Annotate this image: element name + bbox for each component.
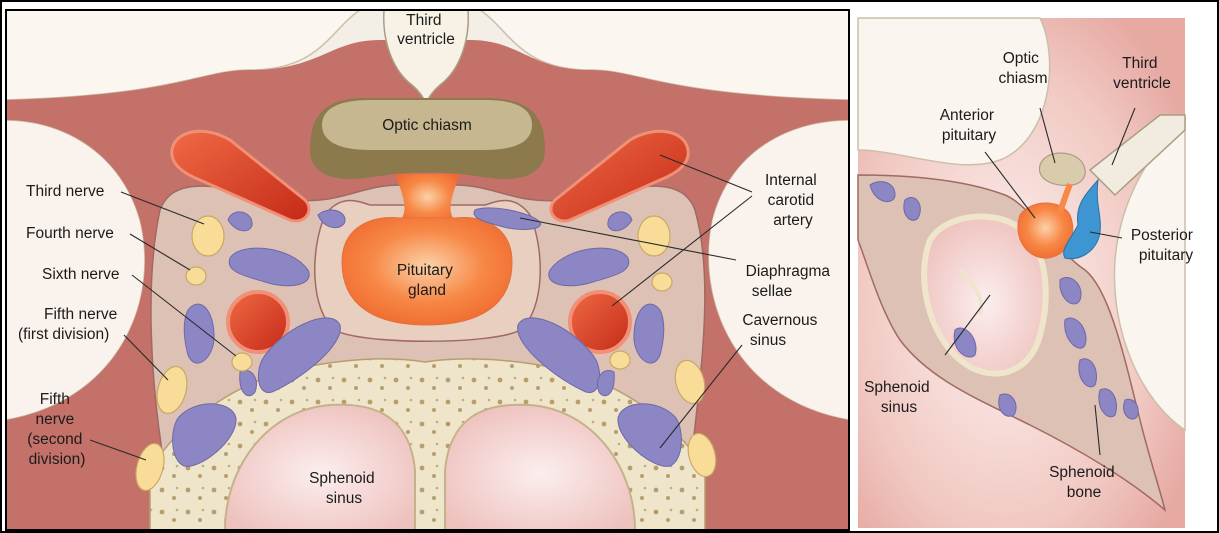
- vein-left-4: [184, 304, 214, 363]
- label-sphenoid-sinus-main-line2: sinus: [326, 490, 362, 507]
- sixth-nerve-right: [610, 351, 630, 369]
- label-diaphragma-sellae-line1: Diaphragma: [746, 263, 831, 280]
- label-third-ventricle-main-line1: Third: [406, 12, 441, 29]
- side-label-sphenoid-sinus-line2: sinus: [881, 399, 917, 416]
- label-pituitary-gland-line2: gland: [408, 282, 446, 299]
- pituitary-stalk: [395, 174, 460, 225]
- label-diaphragma-sellae-line2: sellae: [752, 283, 793, 300]
- side-label-third-ventricle-line1: Third: [1122, 55, 1157, 72]
- label-cavernous-sinus-line2: sinus: [750, 332, 786, 349]
- label-fourth-nerve: Fourth nerve: [26, 225, 114, 242]
- side-label-posterior-pituitary-line2: pituitary: [1139, 247, 1194, 264]
- side-label-anterior-pituitary-line1: Anterior: [940, 107, 994, 124]
- side-label-sphenoid-sinus-line1: Sphenoid: [864, 379, 930, 396]
- side-label-sphenoid-bone-line1: Sphenoid: [1049, 464, 1115, 481]
- label-sphenoid-sinus-main-line1: Sphenoid: [309, 470, 375, 487]
- label-internal-carotid-line1: Internal: [765, 172, 817, 189]
- label-third-nerve: Third nerve: [26, 183, 104, 200]
- label-fifth-nerve-second-line2: nerve: [35, 411, 74, 428]
- label-fifth-nerve-first-line1: Fifth nerve: [44, 306, 117, 323]
- third-nerve-right: [638, 216, 670, 256]
- side-panel: Optic chiasm Third ventricle Anterior pi…: [858, 18, 1197, 528]
- label-optic-chiasm-main: Optic chiasm: [382, 117, 472, 134]
- fourth-nerve-right: [652, 273, 672, 291]
- side-label-optic-chiasm-line1: Optic: [1003, 50, 1039, 67]
- side-optic-chiasm: [1039, 153, 1085, 185]
- side-label-anterior-pituitary-line2: pituitary: [942, 127, 997, 144]
- side-label-posterior-pituitary-line1: Posterior: [1131, 227, 1193, 244]
- label-internal-carotid-line2: carotid: [768, 192, 815, 209]
- label-fifth-nerve-first-line2: (first division): [18, 326, 109, 343]
- label-fifth-nerve-second-line4: division): [29, 451, 86, 468]
- label-internal-carotid-line3: artery: [773, 212, 813, 229]
- third-nerve-left: [192, 216, 224, 256]
- label-pituitary-gland-line1: Pituitary: [397, 262, 453, 279]
- label-third-ventricle-main-line2: ventricle: [397, 31, 455, 48]
- vein-right-4: [634, 304, 664, 363]
- main-panel: Third ventricle Optic chiasm Pituitary g…: [6, 10, 849, 530]
- side-label-optic-chiasm-line2: chiasm: [998, 70, 1047, 87]
- label-fifth-nerve-second-line1: Fifth: [40, 391, 70, 408]
- side-label-sphenoid-bone-line2: bone: [1067, 484, 1101, 501]
- label-sixth-nerve: Sixth nerve: [42, 266, 120, 283]
- side-label-third-ventricle-line2: ventricle: [1113, 75, 1171, 92]
- label-fifth-nerve-second-line3: (second: [27, 431, 82, 448]
- label-internal-carotid: Internal carotid artery: [765, 172, 821, 229]
- label-cavernous-sinus-line1: Cavernous: [742, 312, 817, 329]
